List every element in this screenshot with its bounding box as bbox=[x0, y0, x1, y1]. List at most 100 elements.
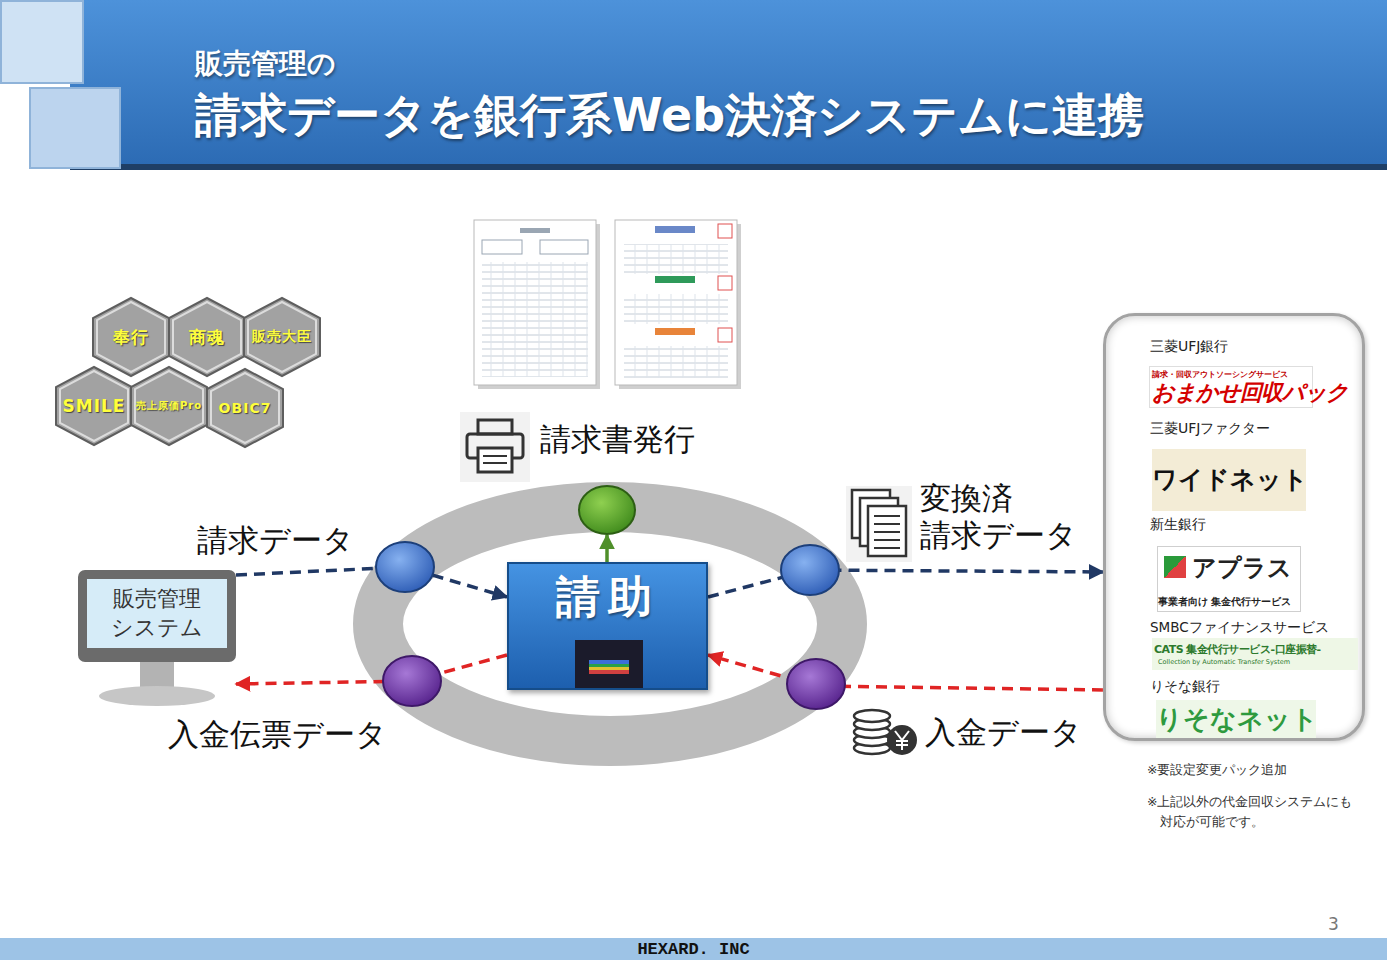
hexagon-inner bbox=[60, 371, 128, 441]
doc-line bbox=[874, 515, 900, 517]
flow-label: 変換済 請求データ bbox=[920, 480, 1140, 554]
thumb-heading bbox=[655, 276, 695, 283]
note-text: HEXARD. INC bbox=[0, 940, 1387, 959]
monitor-neck bbox=[140, 660, 174, 690]
thumb-table bbox=[482, 262, 588, 377]
hexagon-outline bbox=[207, 369, 283, 447]
thumb-table bbox=[624, 346, 728, 378]
flow-label: 請求データ bbox=[197, 520, 354, 562]
service-text: ワイドネット bbox=[1152, 449, 1306, 511]
printer-icon bbox=[460, 412, 530, 482]
paper-line bbox=[483, 462, 507, 464]
hexagon-inner bbox=[97, 302, 165, 372]
monitor-screen: 販売管理 システム bbox=[78, 570, 236, 662]
service-text: 事業者向け 集金代行サービス bbox=[1158, 596, 1291, 609]
deco-square bbox=[30, 88, 120, 168]
thumb-stamp bbox=[718, 276, 732, 290]
flow-label: 入金伝票データ bbox=[168, 714, 387, 756]
logo-icon bbox=[1164, 556, 1186, 578]
process-label: 請求書発行 bbox=[540, 419, 695, 461]
node-hex: 奉行 bbox=[92, 297, 170, 377]
hexagon-outline bbox=[93, 298, 169, 376]
product-title: 請助 bbox=[509, 568, 706, 627]
icon-bg bbox=[846, 486, 912, 562]
flow-label: 入金データ bbox=[925, 712, 1082, 754]
hexagon-inner bbox=[173, 302, 241, 372]
doc-line bbox=[874, 531, 900, 533]
service-text: アプラス bbox=[1192, 552, 1292, 584]
thumb-page bbox=[474, 220, 596, 385]
hexagon-outline bbox=[56, 367, 132, 445]
thumb-table bbox=[624, 244, 728, 274]
product-name: OBIC7 bbox=[219, 400, 272, 416]
product-name: 売上原価Pro bbox=[136, 399, 202, 413]
service-text: Collection by Automatic Transfer System bbox=[1158, 658, 1290, 666]
node-monitor: 販売管理 システム bbox=[78, 570, 236, 715]
hexagon-inner bbox=[248, 302, 316, 372]
node-hex: SMILE bbox=[55, 366, 133, 446]
hexagon-inner bbox=[211, 373, 279, 443]
flow-connector bbox=[708, 655, 1103, 690]
note-text: 3 bbox=[1328, 914, 1339, 934]
node-hex: 販売大臣 bbox=[243, 297, 321, 377]
hexagon-inner bbox=[135, 371, 203, 441]
hexagon-outline bbox=[131, 367, 207, 445]
yen-coin bbox=[887, 725, 917, 755]
hexagon-text-wrap: 奉行 bbox=[92, 297, 170, 377]
service-text: SMBCファイナンスサービス bbox=[1150, 619, 1329, 637]
flow-connector bbox=[605, 535, 609, 562]
flow-connector bbox=[236, 567, 507, 597]
node-panel: 三菱UFJ銀行請求・回収アウトソーシングサービスおまかせ回収パック三菱UFJファ… bbox=[1103, 313, 1365, 741]
service-text: 三菱UFJ銀行 bbox=[1150, 338, 1228, 356]
printer-top bbox=[478, 420, 512, 434]
coin-icon bbox=[854, 710, 917, 755]
doc-line bbox=[874, 523, 900, 525]
invoice-thumbnail bbox=[615, 220, 741, 389]
hexagon-text-wrap: 売上原価Pro bbox=[130, 366, 208, 446]
thumb-heading bbox=[655, 328, 695, 335]
doc-line bbox=[874, 539, 900, 541]
printer-paper bbox=[478, 448, 512, 472]
green-dot bbox=[579, 486, 635, 534]
yen-mark bbox=[895, 731, 909, 750]
thumb-address bbox=[482, 240, 522, 254]
icon-bg bbox=[460, 412, 530, 482]
hexagon-text-wrap: OBIC7 bbox=[206, 368, 284, 448]
thumb-page bbox=[615, 220, 737, 385]
note-text: ※上記以外の代金回収システムにも 対応が可能です。 bbox=[1147, 792, 1387, 832]
product-name: SMILE bbox=[63, 396, 126, 416]
thumb-heading bbox=[655, 226, 695, 233]
product-name: 商魂 bbox=[189, 326, 225, 349]
cycle-ring bbox=[378, 507, 842, 741]
thumb-stamp bbox=[718, 224, 732, 238]
product-name: 奉行 bbox=[113, 326, 149, 349]
thumb-stamp bbox=[718, 328, 732, 342]
service-text: 新生銀行 bbox=[1150, 516, 1206, 534]
node-hex: 売上原価Pro bbox=[130, 366, 208, 446]
doc-line bbox=[874, 547, 900, 549]
service-text: りそな銀行 bbox=[1150, 678, 1220, 696]
node-seisuke: 請助 bbox=[507, 562, 708, 690]
footer-bar bbox=[0, 938, 1387, 960]
note-text: ※要設定変更パック追加 bbox=[1147, 762, 1287, 779]
document-icon bbox=[846, 486, 912, 562]
paper-line bbox=[483, 455, 507, 457]
service-text: りそなネット bbox=[1156, 700, 1316, 738]
header-edge bbox=[70, 164, 1387, 170]
service-text: CATS 集金代行サービス-口座振替- bbox=[1154, 642, 1321, 657]
product-name: 販売大臣 bbox=[252, 328, 312, 346]
circle-shape bbox=[578, 485, 636, 535]
invoice-thumbnail bbox=[474, 220, 600, 389]
node-hex: OBIC7 bbox=[206, 368, 284, 448]
system-name: 販売管理 システム bbox=[92, 585, 222, 642]
ring-dot bbox=[787, 659, 845, 709]
hexagon-text-wrap: SMILE bbox=[55, 366, 133, 446]
slide-title: 販売管理の 請求データを銀行系Web決済システムに連携 bbox=[195, 28, 1345, 144]
thumb-table bbox=[624, 294, 728, 324]
flow-connector bbox=[708, 570, 1103, 597]
node-hex: 商魂 bbox=[168, 297, 246, 377]
deco-square bbox=[1, 1, 83, 83]
thumb-shadow bbox=[619, 224, 741, 389]
thumb-heading bbox=[520, 228, 550, 233]
